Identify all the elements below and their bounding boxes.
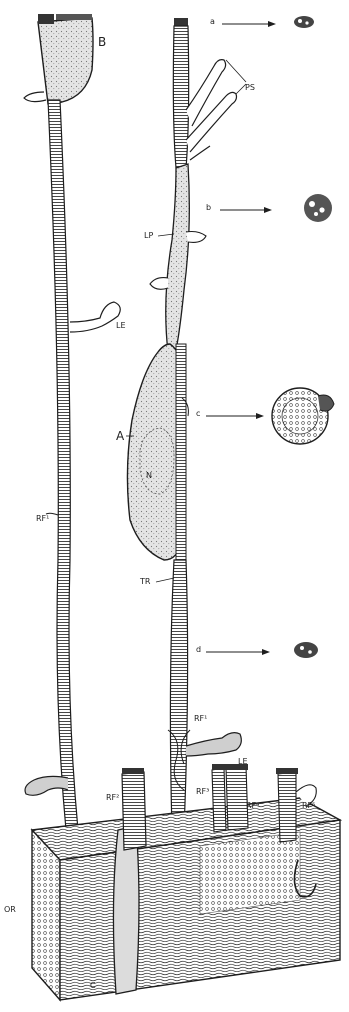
left-fiber-shaft (48, 100, 78, 830)
middle-le-ending (186, 733, 241, 756)
rf2-fiber (122, 772, 146, 850)
left-le-ending (70, 302, 120, 332)
label-n: N (146, 471, 152, 480)
left-fiber (24, 14, 120, 830)
section-d-inset (294, 642, 318, 658)
cell-body-b (38, 18, 93, 104)
label-or: OR (4, 905, 16, 914)
label-rf4: RF⁴ (246, 801, 259, 810)
label-b: B (98, 35, 106, 49)
label-c: C (90, 981, 96, 990)
label-a: A (116, 429, 125, 443)
label-le-upper: LE (116, 321, 126, 330)
middle-fiber-shaft (170, 560, 187, 830)
label-rf1-mid: RF¹ (194, 714, 207, 723)
label-rf3: RF³ (196, 787, 209, 796)
label-section-c: c (196, 409, 200, 418)
left-fiber-top-cap (38, 14, 54, 24)
lp-process (166, 164, 190, 352)
left-bottom-ending (25, 776, 68, 795)
section-c-inset (272, 388, 334, 444)
rf4-fiber (278, 772, 296, 842)
label-section-b: b (206, 203, 211, 212)
label-tr: TR (139, 577, 151, 586)
label-rf2: RF² (106, 793, 119, 802)
label-section-d: d (196, 645, 201, 654)
capsule-c (113, 826, 139, 994)
label-rf1-left: RF¹ (36, 514, 49, 523)
middle-fiber (127, 18, 246, 830)
block-front-face (32, 830, 60, 1000)
label-section-a: a (210, 17, 215, 26)
label-le-lower: LE (238, 757, 248, 766)
section-a-inset (294, 16, 314, 28)
rf3-fiber (212, 768, 226, 832)
section-b-inset (304, 194, 332, 222)
label-lp: LP (144, 231, 153, 240)
ps-branches (186, 60, 246, 160)
label-rf5: RF⁵ (302, 801, 315, 810)
label-ps: PS (245, 83, 255, 92)
